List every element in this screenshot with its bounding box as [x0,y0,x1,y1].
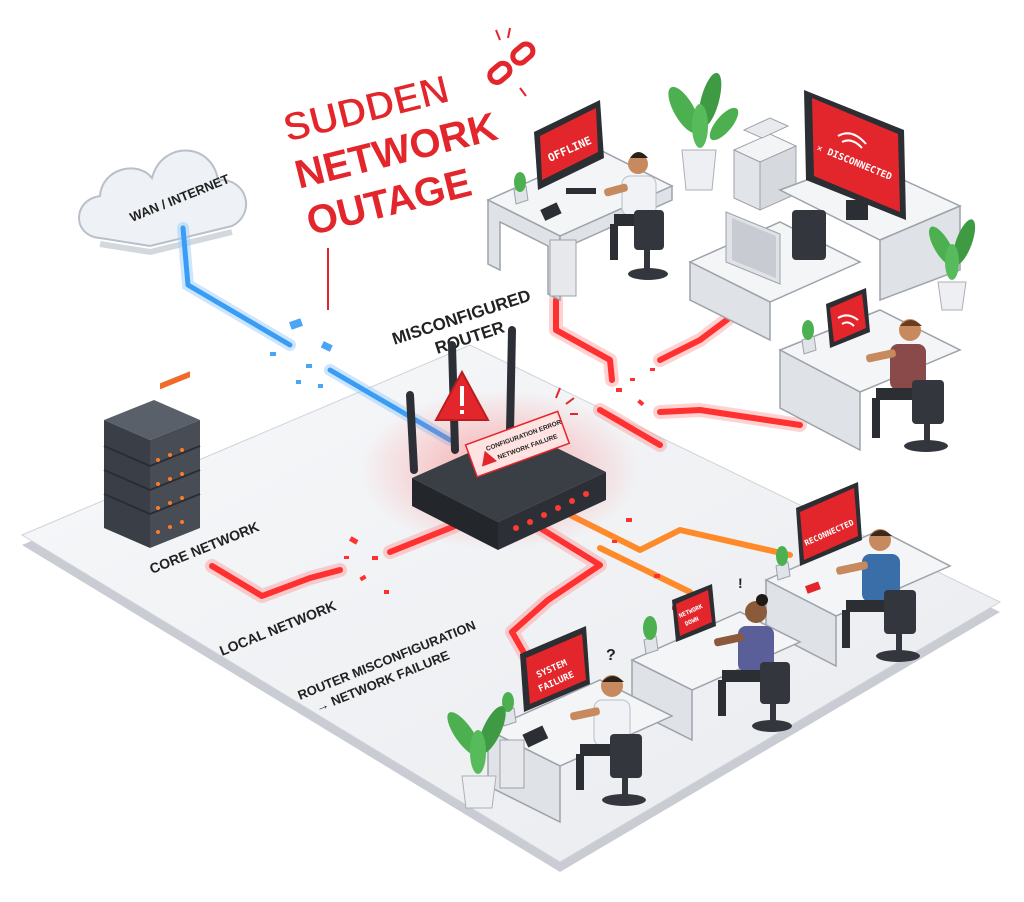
cabinet [732,117,798,211]
desk-disconnected: ✕ DISCONNECTED [778,90,962,302]
wifi-icon [837,314,859,327]
plant-icon [668,72,739,191]
wifi-icon [837,132,867,149]
desk-laptop [778,288,962,452]
person [866,319,926,438]
floor-platform [20,344,1002,872]
plant-icon [447,706,506,809]
server-icon [103,371,201,548]
desk-offline: OFFLINE [486,100,674,302]
person [836,529,900,648]
broken-link-icon [487,41,536,85]
router [360,326,640,550]
plant-icon [513,172,529,205]
desk-idle [688,210,862,342]
headline: SUDDEN NETWORK OUTAGE [278,67,501,244]
question-mark: ? [606,647,616,664]
desk-reconnecting: RECONNECTED [764,482,952,668]
plant-icon [801,320,817,355]
cloud-icon [78,149,248,256]
plant-icon [775,546,791,581]
link-break-sparks [495,27,527,97]
exclamation-mark: ! [738,575,743,591]
plant-icon [929,219,976,311]
plant-icon [643,616,659,655]
warning-icon [434,369,578,421]
desk-system-failure: SYSTEM FAILURE ? [486,626,674,824]
person [714,594,774,716]
desk-network-down: NETWORK DOWN ! [630,575,802,742]
